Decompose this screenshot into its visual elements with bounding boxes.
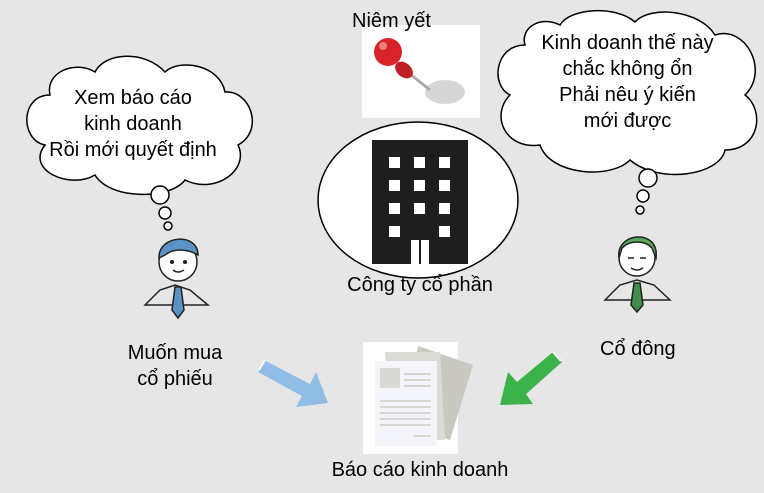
- shareholder-thought-text: Kinh doanh thế này chắc không ổn Phải nê…: [500, 30, 755, 134]
- buyer-thought-text: Xem báo cáo kinh doanh Rồi mới quyết địn…: [28, 85, 238, 163]
- building-icon: [372, 140, 468, 264]
- thought-line: Rồi mới quyết định: [49, 139, 217, 161]
- shareholder-thought-cloud: [497, 10, 758, 215]
- thought-line: chắc không ổn: [562, 58, 693, 80]
- buyer-person-icon: [143, 238, 211, 320]
- report-documents-icon: [363, 342, 473, 454]
- buyer-label-line: Muốn mua: [127, 342, 223, 364]
- thought-line: Kinh doanh thế này: [541, 32, 714, 54]
- buyer-thought-cloud: [26, 55, 254, 231]
- thought-line: Phải nêu ý kiến: [559, 84, 696, 106]
- shareholder-label: Cổ đông: [600, 338, 676, 360]
- thought-line: Xem báo cáo: [74, 87, 192, 109]
- company-label: Công ty cổ phần: [347, 274, 493, 296]
- thought-line: kinh doanh: [84, 113, 182, 135]
- thought-line: mới được: [583, 110, 672, 132]
- pushpin-icon: [362, 25, 480, 118]
- report-label: Báo cáo kinh doanh: [331, 459, 509, 481]
- listing-label: Niêm yết: [352, 10, 431, 32]
- buyer-label: Muốn mua cổ phiếu: [110, 340, 240, 392]
- buyer-label-line: cổ phiếu: [137, 368, 213, 390]
- shareholder-person-icon: [603, 236, 672, 314]
- buyer-arrow: [258, 359, 328, 407]
- shareholder-arrow: [500, 351, 562, 405]
